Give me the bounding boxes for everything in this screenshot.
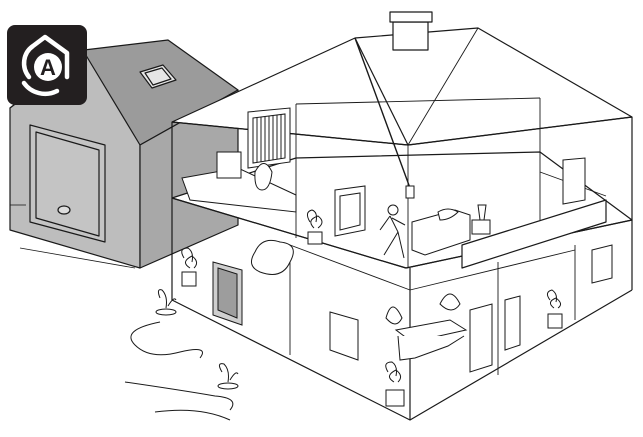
plant-outdoor-2 [217, 363, 239, 390]
badge-letter: A [40, 55, 56, 80]
energy-class-badge: A [7, 25, 87, 105]
door-ground-right [504, 295, 521, 351]
antenna-device [405, 185, 415, 199]
garage-door-handle [57, 205, 71, 215]
window-upper [334, 185, 366, 237]
plant-outdoor-1 [155, 289, 177, 316]
rug [250, 239, 294, 275]
house-a-icon [21, 34, 70, 96]
antenna-cable [354, 37, 411, 189]
chimney [392, 21, 429, 51]
television [216, 151, 242, 179]
plant-ground-right [546, 289, 563, 329]
window-ground-left [329, 311, 359, 361]
plant-ground-mid [385, 361, 405, 407]
badge-letter-circle [34, 53, 62, 81]
plant-upper [306, 209, 323, 245]
balcony-railing [461, 199, 607, 269]
window-right [562, 157, 586, 205]
garden-path [124, 321, 234, 421]
armchair-left [385, 306, 403, 325]
window-ground-right [591, 244, 613, 284]
armchair-right [439, 293, 461, 311]
garage-roof-window [139, 64, 177, 89]
garage-door [29, 124, 106, 243]
plant-ground-left [181, 247, 198, 287]
person [379, 204, 406, 259]
garage-door-inner [35, 131, 100, 237]
garage-roof-window-pane [144, 67, 172, 86]
